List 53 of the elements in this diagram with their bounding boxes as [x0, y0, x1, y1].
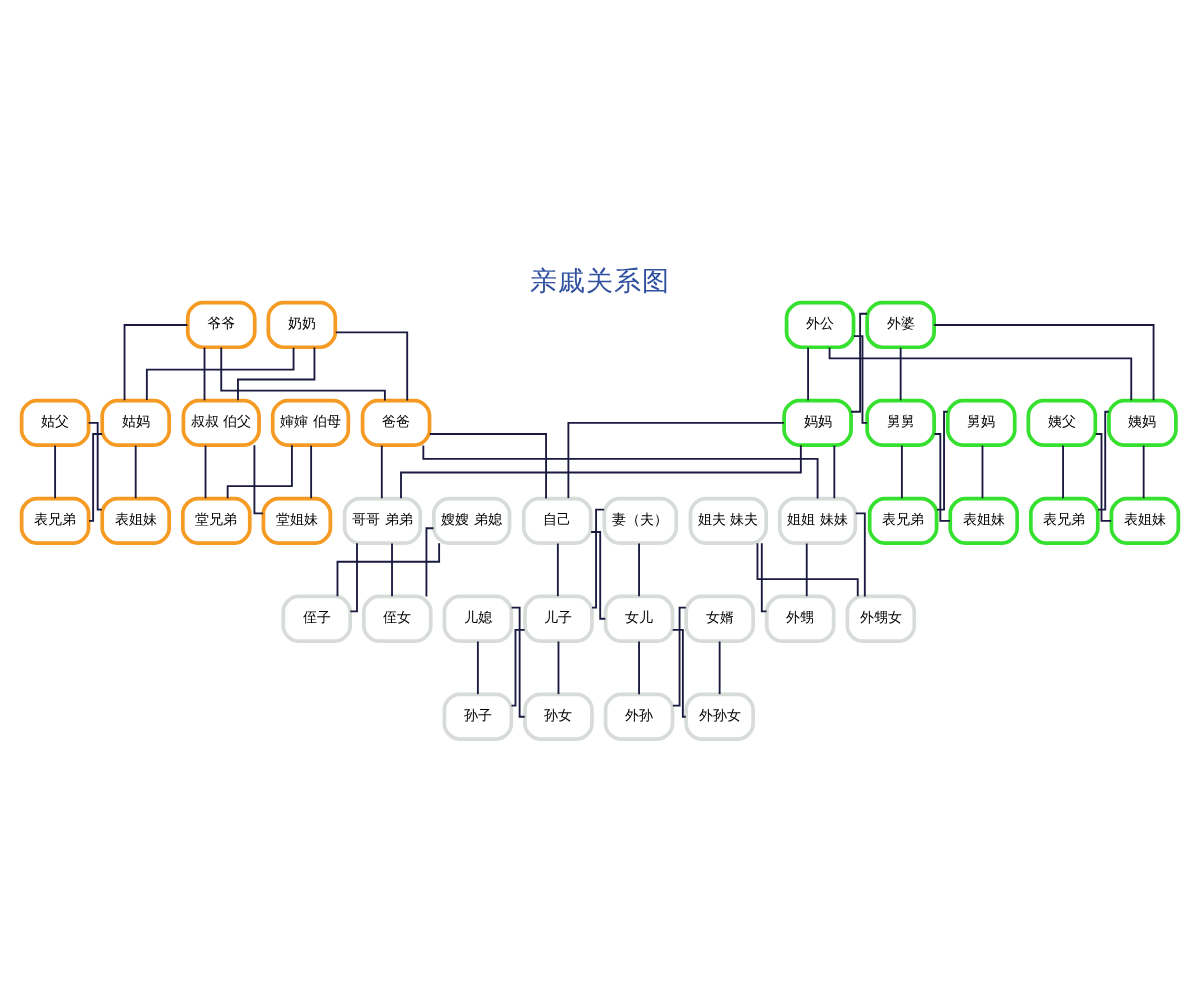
connector — [638, 639, 640, 695]
connector — [380, 443, 383, 499]
connector — [933, 432, 951, 521]
connector — [718, 639, 721, 695]
connector — [1097, 409, 1110, 510]
connector — [88, 432, 104, 521]
connector — [936, 409, 949, 510]
connector — [807, 345, 809, 401]
connector — [556, 541, 559, 597]
connector — [756, 541, 859, 597]
connector — [854, 511, 866, 597]
connector — [591, 507, 606, 608]
connector — [1062, 443, 1064, 499]
connector — [391, 541, 393, 597]
connector — [310, 443, 313, 499]
connector — [557, 639, 560, 695]
connector — [638, 541, 640, 597]
connector — [226, 443, 293, 499]
connector — [1142, 443, 1145, 499]
connector — [476, 639, 479, 695]
connector — [134, 443, 137, 499]
connector — [87, 420, 103, 510]
connector — [828, 345, 1133, 401]
connector — [981, 443, 984, 499]
connector — [349, 541, 358, 612]
connector — [567, 420, 785, 499]
connector — [805, 541, 808, 597]
connector — [145, 345, 295, 400]
connector — [54, 443, 57, 499]
connector — [123, 323, 189, 401]
connector — [253, 443, 264, 514]
connector — [760, 541, 768, 612]
connector — [852, 334, 869, 423]
connector — [899, 345, 902, 401]
connector — [510, 628, 526, 706]
diagram-title: 亲戚关系图 — [530, 264, 670, 297]
connector — [336, 541, 441, 597]
connector — [590, 530, 607, 619]
connector — [1094, 432, 1113, 521]
connector — [900, 443, 903, 499]
connector — [220, 345, 386, 401]
connector — [850, 311, 869, 412]
connector — [933, 323, 1155, 401]
connector — [237, 345, 316, 401]
connector — [510, 605, 526, 717]
connector — [671, 628, 687, 717]
connector — [204, 443, 207, 499]
connector — [428, 432, 547, 499]
connector — [334, 330, 409, 401]
connector — [671, 605, 687, 706]
connector — [203, 345, 206, 401]
connector — [425, 526, 435, 597]
connector — [833, 443, 836, 499]
